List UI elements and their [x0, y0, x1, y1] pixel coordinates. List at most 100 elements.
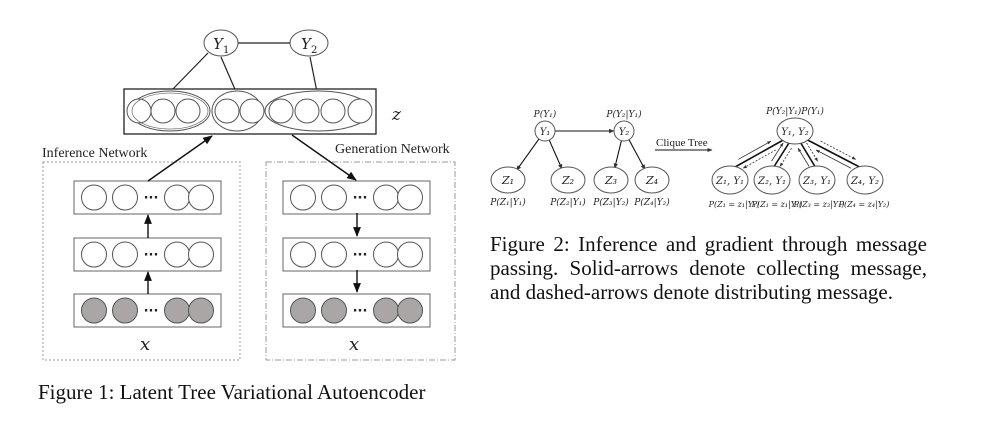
observed-unit	[373, 297, 399, 324]
clique-leaf-node: Z₂, Y₁ P(Z₁ = z₁|Y₁)	[751, 165, 803, 209]
clique-leaf-node: Z₁, Y₁ P(Z₁ = z₁|Y₁)	[708, 165, 760, 209]
hidden-unit	[397, 184, 423, 211]
ellipsis: ···	[353, 191, 368, 206]
hidden-unit	[290, 241, 316, 268]
bn-node-y2: Y₂P(Y₂|Y₁)	[605, 109, 642, 142]
inference-layer-3: ···	[73, 293, 222, 328]
hidden-unit	[321, 241, 347, 268]
hidden-unit	[373, 184, 399, 211]
input-x-label-left: x	[140, 334, 150, 355]
bn-node-z3: Z₃ P(Z₃|Y₂)	[592, 166, 629, 208]
hidden-unit	[373, 241, 399, 268]
collect-message-arrow	[797, 147, 810, 167]
clique-leaf-label: Z₃, Y₁	[802, 176, 831, 187]
figure-2: Y₁P(Y₁) Y₂P(Y₂|Y₁) Z₁P(Z₁|Y₁) Z₂ P(Z₂|Y₁) Z₃ P…	[489, 106, 889, 209]
clique-edge	[732, 139, 784, 169]
distribute-message-arrow	[779, 148, 792, 167]
hidden-unit	[188, 241, 214, 268]
bn-node-label: Z₁	[501, 174, 514, 187]
hidden-unit	[397, 241, 423, 268]
bn-node-prob: P(Z₂|Y₁)	[549, 197, 586, 208]
hidden-unit	[321, 184, 347, 211]
clique-leaf-prob: P(Z₃ = z₃|Y₁)	[793, 200, 845, 209]
clique-leaf-node: Z₄, Y₂ P(Z₄ = z₄|Y₂)	[838, 165, 890, 209]
node-y2: Y 2	[289, 29, 329, 57]
latent-unit	[320, 98, 346, 124]
generation-network-box	[265, 161, 456, 361]
figure-2-caption: Figure 2: Inference and gradient through…	[490, 232, 927, 304]
bn-node-prob: P(Z₃|Y₂)	[592, 197, 629, 208]
latent-unit	[347, 98, 373, 124]
observed-unit	[81, 297, 107, 324]
edge-y1-group1	[169, 52, 209, 93]
latent-unit	[150, 98, 176, 124]
bn-node-label: Y₁	[540, 127, 551, 138]
svg-text:1: 1	[223, 45, 229, 56]
ellipsis: ···	[353, 304, 368, 319]
observed-unit	[164, 297, 190, 324]
clique-tree-label: Clique Tree	[656, 137, 708, 149]
hidden-unit	[112, 184, 138, 211]
latent-unit	[175, 98, 201, 124]
generation-network-label: Generation Network	[335, 142, 450, 157]
node-y1: Y 1	[203, 29, 239, 57]
clique-leaf-prob: P(Z₄ = z₄|Y₂)	[838, 200, 890, 209]
observed-unit	[321, 297, 347, 324]
clique-leaf-node: Z₃, Y₁ P(Z₃ = z₃|Y₁)	[793, 165, 845, 209]
collect-message-arrow	[738, 140, 772, 160]
inference-network-label: Inference Network	[42, 146, 147, 161]
bn-node-z1: Z₁P(Z₁|Y₁)	[489, 166, 526, 208]
bn-edge-Y2-Z3	[613, 140, 622, 169]
clique-leaf-label: Z₄, Y₂	[850, 176, 879, 187]
bn-node-label: Y₂	[619, 127, 630, 138]
hidden-unit	[81, 241, 107, 268]
collect-message-arrow	[771, 142, 784, 162]
clique-leaf-label: Z₂, Y₁	[757, 176, 786, 187]
clique-leaf-label: Z₁, Y₁	[715, 176, 744, 187]
inference-layer-1: ···	[73, 180, 222, 215]
figure-1-caption: Figure 1: Latent Tree Variational Autoen…	[38, 380, 426, 404]
svg-text:2: 2	[311, 45, 317, 56]
clique-edge	[772, 139, 792, 169]
hidden-unit	[81, 184, 107, 211]
clique-root-label: Y₁, Y₂	[781, 127, 809, 138]
distribute-message-arrow	[742, 149, 776, 169]
ellipsis: ···	[144, 304, 159, 319]
clique-leaf-prob: P(Z₁ = z₁|Y₁)	[751, 200, 803, 209]
observed-unit	[290, 297, 316, 324]
inference-layer-2: ···	[73, 237, 222, 272]
hidden-unit	[290, 184, 316, 211]
arrow-latent-to-generation	[291, 134, 357, 181]
observed-unit	[397, 297, 423, 324]
clique-edge	[807, 139, 862, 169]
hidden-unit	[112, 241, 138, 268]
input-x-label-right: x	[349, 334, 359, 355]
edge-y2-group3	[309, 56, 318, 93]
bn-edge-Y2-Z4	[628, 139, 646, 171]
bn-node-y1: Y₁P(Y₁)	[533, 109, 557, 142]
ellipsis: ···	[144, 191, 159, 206]
hidden-unit	[164, 184, 190, 211]
observed-unit	[112, 297, 138, 324]
generation-layer-3: ···	[282, 293, 431, 328]
latent-unit	[239, 98, 265, 124]
latent-unit	[294, 98, 320, 124]
bn-node-label: Z₄	[645, 174, 658, 187]
clique-leaf-prob: P(Z₁ = z₁|Y₁)	[708, 200, 760, 209]
generation-layer-1: ···	[282, 180, 431, 215]
generation-layer-2: ···	[282, 237, 431, 272]
hidden-unit	[164, 241, 190, 268]
bn-node-z4: Z₄P(Z₄|Y₂)	[633, 166, 670, 208]
latent-unit	[126, 98, 152, 124]
clique-edge	[798, 139, 817, 169]
edge-y1-group2	[220, 56, 238, 95]
collect-message-arrow	[815, 149, 852, 169]
latent-group-1-inner	[131, 92, 209, 130]
bn-node-label: Z₃	[604, 174, 617, 187]
bn-edge-Y1-Z1	[515, 138, 540, 171]
ellipsis: ···	[144, 248, 159, 263]
clique-root-prob: P(Y₂|Y₁)P(Y₁)	[765, 106, 824, 117]
arrow-inference-to-latent	[147, 135, 213, 182]
observed-unit	[188, 297, 214, 324]
bn-node-label: Z₂	[561, 174, 574, 187]
